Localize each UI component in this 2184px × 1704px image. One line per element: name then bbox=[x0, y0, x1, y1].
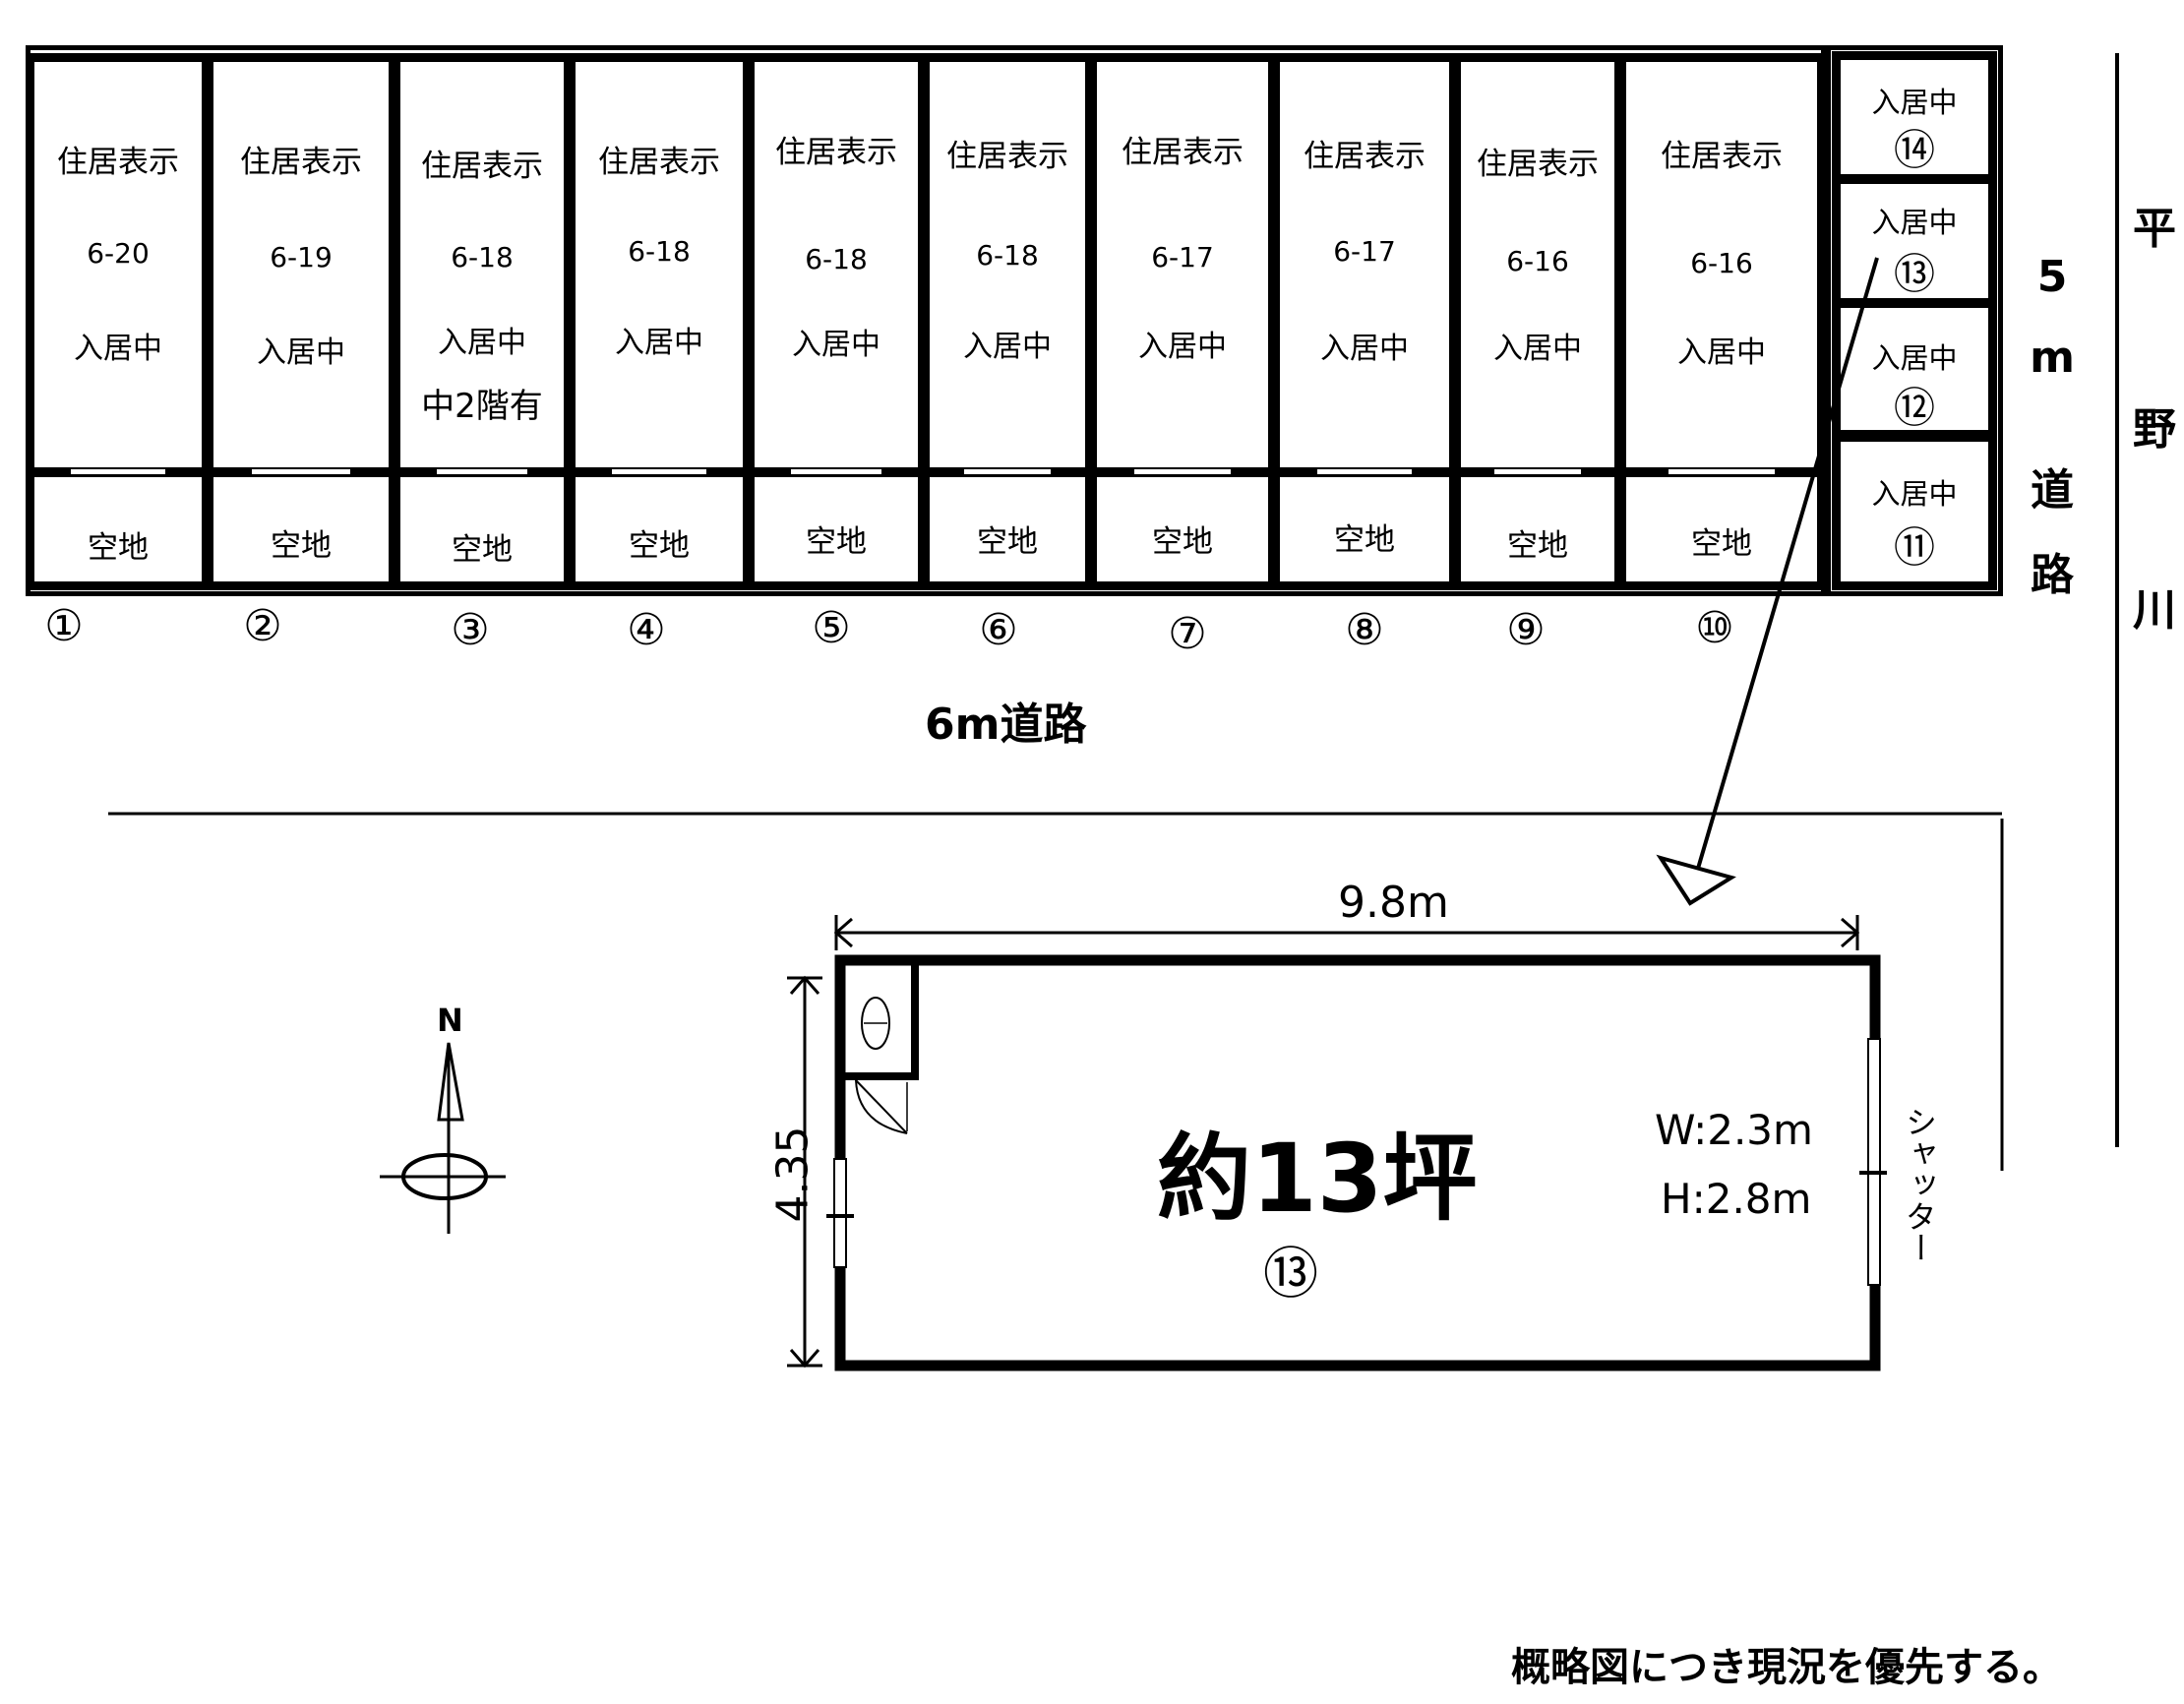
side-unit-status: 入居中 bbox=[1871, 206, 1958, 239]
lot-10[interactable]: 住居表示 6-16 入居中 空地 bbox=[1617, 53, 1826, 590]
lot-status: 入居中 bbox=[257, 335, 345, 370]
lot-status: 入居中 bbox=[792, 328, 880, 362]
side-unit-status: 入居中 bbox=[1871, 86, 1958, 119]
lot-number-7: ⑦ bbox=[1168, 609, 1207, 659]
side-unit-number: ⑭ bbox=[1893, 126, 1935, 174]
lot-vacant: 空地 bbox=[1507, 528, 1568, 564]
lot-number-10: ⑩ bbox=[1695, 603, 1734, 653]
lot-vacant: 空地 bbox=[271, 528, 332, 564]
lot-number-6: ⑥ bbox=[979, 605, 1018, 655]
east-shutter bbox=[1867, 1038, 1881, 1286]
floor-plan-unit-number: ⑬ bbox=[1263, 1243, 1318, 1307]
lot-vacant: 空地 bbox=[452, 532, 513, 568]
side-unit-14[interactable]: 入居中 ⑭ bbox=[1832, 51, 1997, 183]
south-road-label: 6m道路 bbox=[925, 700, 1087, 750]
lot-address: 6-18 bbox=[805, 243, 868, 275]
north-arrow-icon bbox=[380, 1042, 506, 1234]
lot-9[interactable]: 住居表示 6-16 入居中 空地 bbox=[1452, 53, 1623, 590]
lot-label: 住居表示 bbox=[1304, 139, 1426, 174]
toilet-room bbox=[844, 964, 919, 1080]
lot-number-1: ① bbox=[44, 601, 84, 651]
lot-number-9: ⑨ bbox=[1506, 605, 1546, 655]
side-units-frame bbox=[1826, 45, 2003, 596]
lot-4[interactable]: 住居表示 6-18 入居中 空地 bbox=[567, 53, 752, 590]
lot-label: 住居表示 bbox=[1477, 147, 1599, 182]
lot-address: 6-16 bbox=[1690, 247, 1753, 279]
lot-vacant: 空地 bbox=[806, 524, 867, 560]
lot-status: 入居中 bbox=[74, 332, 162, 366]
lot-label: 住居表示 bbox=[1661, 139, 1783, 174]
disclaimer-note: 概略図につき現況を優先する。 bbox=[1511, 1645, 2062, 1690]
side-unit-status: 入居中 bbox=[1871, 477, 1958, 511]
lot-address: 6-16 bbox=[1506, 245, 1569, 277]
lot-label: 住居表示 bbox=[775, 135, 897, 170]
lot-label: 住居表示 bbox=[1122, 135, 1244, 170]
lot-number-4: ④ bbox=[627, 605, 666, 655]
floor-plan-area: 約13坪 bbox=[1157, 1124, 1478, 1234]
shutter-height: H:2.8m bbox=[1661, 1175, 1812, 1223]
pointer-arrowhead bbox=[1656, 854, 1736, 906]
lot-5[interactable]: 住居表示 6-18 入居中 空地 bbox=[746, 53, 927, 590]
side-unit-11[interactable]: 入居中 ⑪ bbox=[1832, 433, 1997, 590]
lot-label: 住居表示 bbox=[421, 149, 543, 184]
lot-status: 入居中 bbox=[1677, 335, 1766, 370]
floor-plan-width: 9.8m bbox=[1338, 878, 1449, 928]
lot-status: 入居中 bbox=[615, 326, 703, 360]
side-unit-number: ⑫ bbox=[1893, 384, 1935, 432]
lot-status: 入居中 bbox=[438, 326, 526, 360]
toilet-door bbox=[855, 1079, 908, 1134]
lot-number-2: ② bbox=[243, 601, 282, 651]
lot-status: 入居中 bbox=[1138, 330, 1227, 364]
lot-label: 住居表示 bbox=[57, 145, 179, 180]
lot-address: 6-17 bbox=[1333, 235, 1396, 268]
lot-vacant: 空地 bbox=[1691, 526, 1752, 562]
lot-mezzanine: 中2階有 bbox=[421, 387, 543, 426]
lot-address: 6-19 bbox=[270, 241, 333, 274]
lot-vacant: 空地 bbox=[977, 524, 1038, 560]
lot-label: 住居表示 bbox=[598, 145, 720, 180]
compass-north-label: N bbox=[437, 1002, 463, 1039]
side-unit-12[interactable]: 入居中 ⑫ bbox=[1832, 299, 1997, 439]
lot-status: 入居中 bbox=[1320, 332, 1409, 366]
lot-vacant: 空地 bbox=[1152, 524, 1213, 560]
side-unit-number: ⑬ bbox=[1893, 250, 1935, 298]
lot-address: 6-18 bbox=[976, 239, 1039, 272]
lot-vacant: 空地 bbox=[629, 528, 690, 564]
side-unit-number: ⑪ bbox=[1893, 523, 1935, 572]
lot-label: 住居表示 bbox=[946, 139, 1068, 174]
lot-label: 住居表示 bbox=[240, 145, 362, 180]
lot-vacant: 空地 bbox=[1334, 522, 1395, 558]
lot-7[interactable]: 住居表示 6-17 入居中 空地 bbox=[1088, 53, 1277, 590]
lot-number-5: ⑤ bbox=[812, 603, 851, 653]
floor-plan-depth: 4.35 bbox=[767, 1126, 819, 1223]
lot-status: 入居中 bbox=[1493, 332, 1582, 366]
lot-address: 6-20 bbox=[87, 237, 150, 270]
lot-address: 6-17 bbox=[1151, 241, 1214, 274]
lot-status: 入居中 bbox=[963, 330, 1052, 364]
lot-number-3: ③ bbox=[451, 605, 490, 655]
lot-1[interactable]: 住居表示 6-20 入居中 空地 bbox=[26, 53, 211, 590]
lot-vacant: 空地 bbox=[88, 530, 149, 566]
shutter-width: W:2.3m bbox=[1655, 1106, 1813, 1154]
lot-address: 6-18 bbox=[451, 241, 514, 274]
shutter-label: シャッター bbox=[1901, 1106, 1938, 1263]
pointer-line bbox=[1688, 257, 1879, 896]
west-window bbox=[833, 1158, 847, 1268]
lot-address: 6-18 bbox=[628, 235, 691, 268]
lot-number-8: ⑧ bbox=[1345, 605, 1384, 655]
side-unit-status: 入居中 bbox=[1871, 341, 1958, 375]
